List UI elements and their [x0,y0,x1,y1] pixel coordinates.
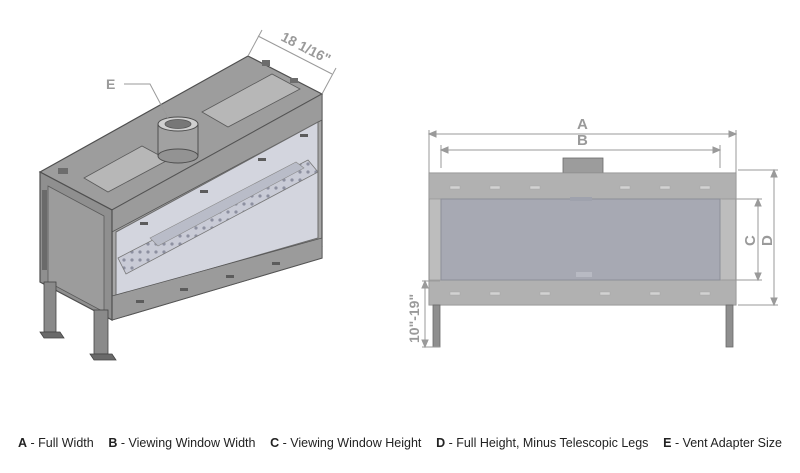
vent-collar [562,157,604,175]
dimension-b-label: B [577,132,588,149]
legend-item-b: B - Viewing Window Width [108,436,256,450]
leg-dimension-label: 10"-19" [406,294,422,343]
dimension-d-line [738,168,778,307]
legend-item-d: D - Full Height, Minus Telescopic Legs [436,436,649,450]
dimension-b-line [439,145,722,168]
leg-dimension-line [421,279,440,349]
front-leg-left [432,304,441,348]
isometric-view: E 18 1/16" [38,28,337,361]
fireplace-diagram: E 18 1/16" A B [38,28,778,361]
dimension-a-label: A [577,116,588,133]
leg-front-right [89,309,117,361]
front-leg-right [725,304,734,348]
vent-adapter [157,116,199,164]
dimension-legend: A - Full Width B - Viewing Window Width … [0,432,800,454]
front-elevation-view: A B [406,116,778,349]
legend-item-e: E - Vent Adapter Size [663,436,782,450]
legend-item-a: A - Full Width [18,436,94,450]
viewing-window [440,198,721,281]
legend-item-c: C - Viewing Window Height [270,436,422,450]
dimension-c-line [722,197,762,282]
vent-leader-line [124,83,169,119]
depth-dimension [247,29,337,95]
dimension-d-label: D [759,235,776,246]
leg-front-left [39,281,65,339]
dimension-a-line [427,130,738,175]
vent-label: E [106,76,115,92]
dimension-c-label: C [742,235,759,246]
